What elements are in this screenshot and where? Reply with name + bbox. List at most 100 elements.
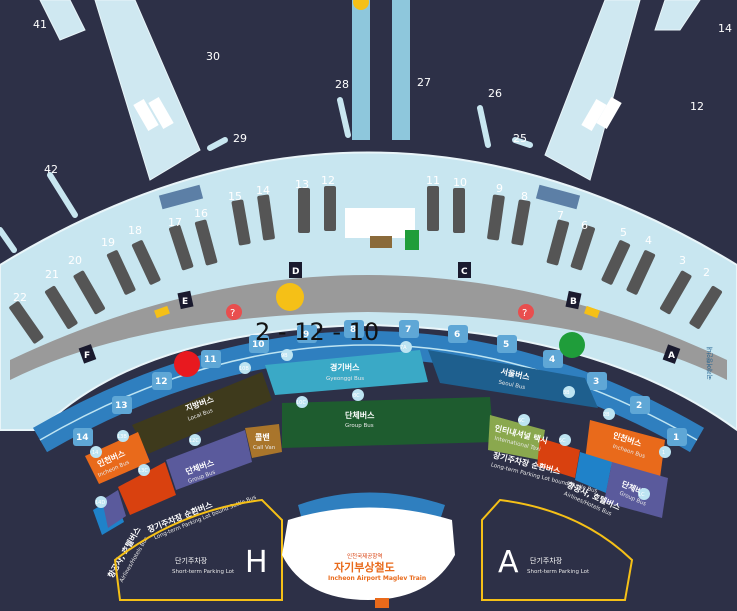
svg-text:7A: 7A [400,345,407,351]
svg-text:10: 10 [252,340,265,350]
exit-4: 4 [543,350,563,368]
callvan-ko: 콜밴 [255,432,270,442]
svg-text:18: 18 [128,224,142,237]
svg-text:12: 12 [690,100,704,113]
svg-text:21: 21 [45,268,59,281]
left-pier [39,0,201,181]
svg-text:10C: 10C [296,400,306,406]
svg-text:13: 13 [115,401,128,411]
zone-callvan [245,424,282,458]
bus-stop-numbers: 14 13B 13C 12C 10B 9B 10C 8C 7A 6C 5C 3B… [90,341,671,508]
exit-3: 3 [587,372,607,390]
pier-structures [133,97,622,131]
svg-text:20: 20 [68,254,82,267]
zone-group-left [166,430,252,490]
svg-text:2: 2 [703,266,710,279]
zone-seoul [428,350,598,408]
svg-text:16: 16 [194,207,208,220]
svg-text:6: 6 [581,219,588,232]
svg-text:11: 11 [204,355,217,365]
info-right: 국제여행안내 [706,347,714,380]
svg-text:?: ? [230,308,235,319]
svg-text:3B: 3B [563,390,570,396]
maglev-train-icon [375,598,389,608]
svg-text:30: 30 [206,50,220,63]
svg-text:9: 9 [496,182,503,195]
zone-group-mid [282,397,494,448]
exit-13: 13 [112,396,132,414]
zone-incheon-left [85,432,150,484]
svg-text:?: ? [522,308,527,319]
svg-text:7: 7 [557,209,564,222]
zone-local [132,372,272,454]
zone-group-right [604,462,668,518]
departure-road-edge [39,344,698,441]
svg-text:15: 15 [228,190,242,203]
parking-left-ko: 단기주차장 [175,556,208,565]
exit-8: 8 [344,320,364,338]
svg-text:14: 14 [718,22,732,35]
central-hall [345,208,415,238]
svg-text:12: 12 [321,174,335,187]
question-icons: ? ? [226,304,534,320]
svg-text:1: 1 [673,433,679,443]
gate-numbers: 41 30 29 42 17 16 15 14 13 12 11 10 9 8 … [13,18,732,304]
parking-right: A 단기주차장 Short-term Parking Lot [481,498,634,601]
info-desk-left [158,184,204,210]
svg-text:14: 14 [256,184,270,197]
zone-gyeonggi [265,350,428,395]
parking-left-en: Short-term Parking Lot [172,569,235,575]
exit-7: 7 [399,320,419,338]
svg-text:4: 4 [549,355,555,365]
help-icon [518,304,534,320]
exit-9: 9 [297,325,317,343]
svg-text:5: 5 [503,340,509,350]
baggage-icon-left [154,305,170,319]
right-pier [544,0,701,181]
svg-text:26: 26 [488,87,502,100]
zone-hotel-right [575,452,612,493]
svg-text:C: C [461,267,468,277]
svg-text:5: 5 [620,226,627,239]
svg-text:14D: 14D [95,500,105,506]
green-marker [559,332,585,358]
parking-left: H 단기주차장 Short-term Parking Lot [113,498,283,601]
svg-text:41: 41 [33,18,47,31]
svg-text:3: 3 [593,377,599,387]
svg-text:5C: 5C [559,438,566,444]
pier-connectors [0,97,533,253]
exit-14: 14 [73,428,93,446]
help-icon [226,304,242,320]
svg-text:E: E [182,297,188,307]
maglev-en: Incheon Airport Maglev Train [328,575,426,582]
svg-text:A: A [668,351,675,361]
svg-text:13: 13 [295,178,309,191]
svg-text:10B: 10B [239,366,249,372]
svg-text:1C: 1C [638,492,645,498]
svg-text:12: 12 [155,377,168,387]
baggage-icon-right [584,305,600,319]
central-corridor-left [352,0,370,140]
zone-group-left-small [102,490,126,528]
svg-text:9: 9 [303,330,309,340]
callvan-en: Call Van [253,445,276,451]
central-corridor-right [392,0,410,140]
maglev-ko: 자기부상철도 [334,560,395,574]
parking-letter-a: A [498,545,519,580]
exit-markers: 14 13 12 11 10 9 8 7 6 5 4 3 2 1 [73,320,687,446]
maglev-small: 인천국제공항역 [347,552,382,560]
exit-2: 2 [630,396,650,414]
svg-text:1: 1 [662,450,665,456]
svg-text:8: 8 [521,190,528,203]
svg-text:7: 7 [405,325,411,335]
svg-text:29: 29 [233,132,247,145]
exit-10: 10 [249,335,269,353]
svg-text:14: 14 [76,433,89,443]
svg-text:27: 27 [417,76,431,89]
parking-right-ko: 단기주차장 [530,556,563,565]
svg-text:B: B [570,297,577,307]
svg-text:17: 17 [168,216,182,229]
svg-text:42: 42 [44,163,58,176]
svg-text:22: 22 [13,291,27,304]
